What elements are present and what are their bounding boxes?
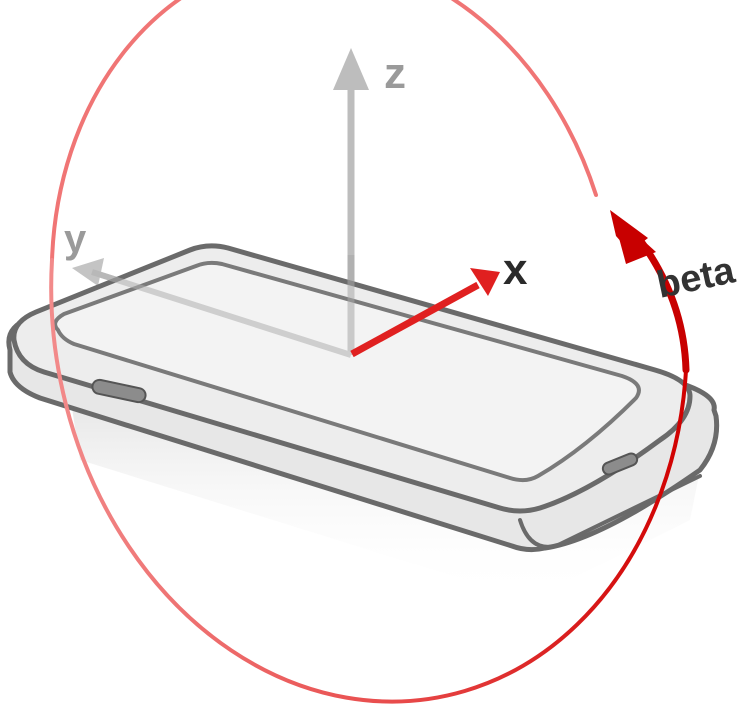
axes-through-device <box>91 255 355 358</box>
beta-label: beta <box>653 249 739 307</box>
y-axis-label: y <box>64 217 87 261</box>
side-button-left <box>91 378 147 404</box>
x-axis-label: x <box>503 245 528 294</box>
side-button-right <box>601 452 639 476</box>
z-axis-label: z <box>384 49 406 98</box>
x-axis <box>350 268 500 358</box>
rotation-arrow-icon <box>610 210 656 264</box>
smartphone-icon <box>6 243 720 553</box>
rotation-ellipse-back <box>50 0 598 262</box>
